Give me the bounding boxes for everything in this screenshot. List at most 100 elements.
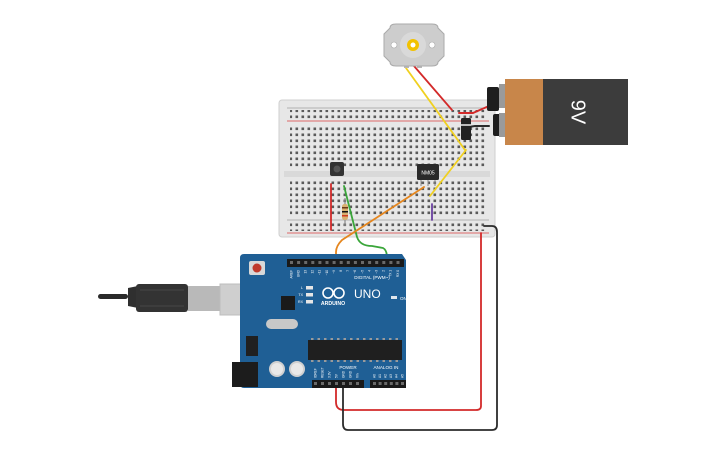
battery-red-wire[interactable] — [458, 105, 490, 114]
digital-label: DIGITAL (PWM~) — [354, 275, 390, 280]
atmega-chip — [308, 338, 402, 362]
pin-label: 4 — [367, 270, 371, 272]
usb-chip — [281, 296, 295, 310]
led-label: L — [301, 286, 303, 290]
motor-yellow-wire[interactable] — [405, 67, 466, 151]
ground-black-wire[interactable] — [342, 225, 498, 431]
pin-label: Vin — [355, 373, 359, 378]
center-channel — [284, 171, 490, 177]
crystal-oscillator — [266, 319, 298, 329]
reset-button[interactable] — [249, 261, 265, 275]
pin-label: 2 — [382, 270, 386, 272]
header-pin[interactable] — [382, 261, 386, 264]
pin-label: RX 0 — [396, 270, 400, 277]
yellow-jumper-wire[interactable] — [429, 149, 467, 197]
header-pin[interactable] — [356, 382, 359, 385]
pin-label: 8 — [339, 270, 343, 272]
chip-label: NM05 — [421, 171, 435, 177]
header-pin[interactable] — [290, 261, 293, 264]
analog-label: ANALOG IN — [373, 365, 398, 370]
top-power-rail-holes — [290, 110, 486, 119]
brand-label: ARDUINO — [321, 301, 345, 307]
header-pin[interactable] — [349, 382, 352, 385]
header-pin[interactable] — [368, 261, 372, 264]
power-red-wire[interactable] — [335, 232, 482, 411]
arduino-logo-icon — [322, 287, 345, 299]
header-pin[interactable] — [297, 261, 301, 264]
header-pin[interactable] — [325, 261, 329, 264]
header-pin[interactable] — [321, 382, 324, 385]
pin-label: 7 — [346, 270, 350, 272]
dc-motor[interactable] — [383, 23, 445, 68]
capacitor-1 — [269, 361, 285, 377]
pin-label: 5V — [334, 373, 338, 378]
header-pin[interactable] — [332, 261, 336, 264]
pin-label: GND — [348, 370, 352, 378]
pin-label: ~9 — [332, 270, 336, 274]
header-pin[interactable] — [375, 261, 379, 264]
power-jack[interactable] — [232, 362, 258, 387]
header-pin[interactable] — [339, 261, 343, 264]
pin-label: IOREF — [313, 368, 317, 378]
header-pin[interactable] — [304, 261, 308, 264]
resistor[interactable] — [342, 198, 348, 226]
model-label: UNO — [354, 287, 381, 301]
header-pin[interactable] — [328, 382, 331, 385]
orange-signal-wire[interactable] — [335, 186, 425, 269]
pin-label: 3.3V — [327, 371, 331, 378]
header-pin[interactable] — [396, 261, 400, 264]
header-pin[interactable] — [361, 261, 364, 264]
pin-label: ~10 — [325, 270, 329, 276]
pin-label: ~11 — [318, 270, 322, 275]
header-pin[interactable] — [384, 382, 388, 385]
led-label: TX — [298, 293, 303, 297]
pin-label: A5 — [400, 374, 404, 378]
header-pin[interactable] — [389, 261, 393, 264]
header-pin[interactable] — [335, 382, 338, 385]
pin-label: ~3 — [375, 270, 379, 274]
pin-label: A0 — [372, 374, 376, 378]
pin-label: RESET — [320, 367, 324, 378]
capacitor-2 — [289, 361, 305, 377]
header-pin[interactable] — [346, 261, 350, 264]
header-pin[interactable] — [314, 382, 317, 385]
on-label: ON — [400, 296, 407, 301]
on-led — [391, 296, 397, 299]
power-label: POWER — [339, 365, 357, 370]
header-pin[interactable] — [401, 382, 404, 385]
digital-header — [287, 259, 404, 267]
pin-label: ~5 — [360, 270, 364, 274]
pin-label: 13 — [304, 270, 308, 274]
diode[interactable] — [461, 118, 471, 140]
status-led — [306, 300, 313, 304]
mosfet-chip[interactable]: NM05 — [417, 164, 439, 186]
pin-label: A2 — [384, 374, 388, 378]
pin-label: AREF — [289, 270, 293, 279]
header-pin[interactable] — [342, 382, 345, 385]
usb-cable[interactable] — [98, 283, 259, 316]
voltage-regulator — [246, 336, 258, 356]
pushbutton[interactable] — [330, 162, 344, 176]
header-pin[interactable] — [389, 382, 393, 385]
bottom-power-rail-holes — [290, 222, 486, 231]
pin-label: ~6 — [353, 270, 357, 274]
header-pin[interactable] — [311, 261, 315, 264]
header-pin[interactable] — [353, 261, 357, 264]
battery-label: 9V — [567, 100, 589, 125]
header-pin[interactable] — [395, 382, 399, 385]
pin-label: A4 — [395, 374, 399, 378]
pin-label: A1 — [378, 374, 382, 378]
pin-label: 12 — [311, 270, 315, 274]
motor-red-wire[interactable] — [413, 65, 453, 111]
analog-header — [370, 380, 406, 388]
pin-label: GND — [296, 269, 300, 277]
header-pin[interactable] — [373, 382, 376, 385]
header-pin[interactable] — [378, 382, 382, 385]
battery-9v[interactable]: 9V — [487, 79, 628, 145]
header-pin[interactable] — [318, 261, 322, 264]
